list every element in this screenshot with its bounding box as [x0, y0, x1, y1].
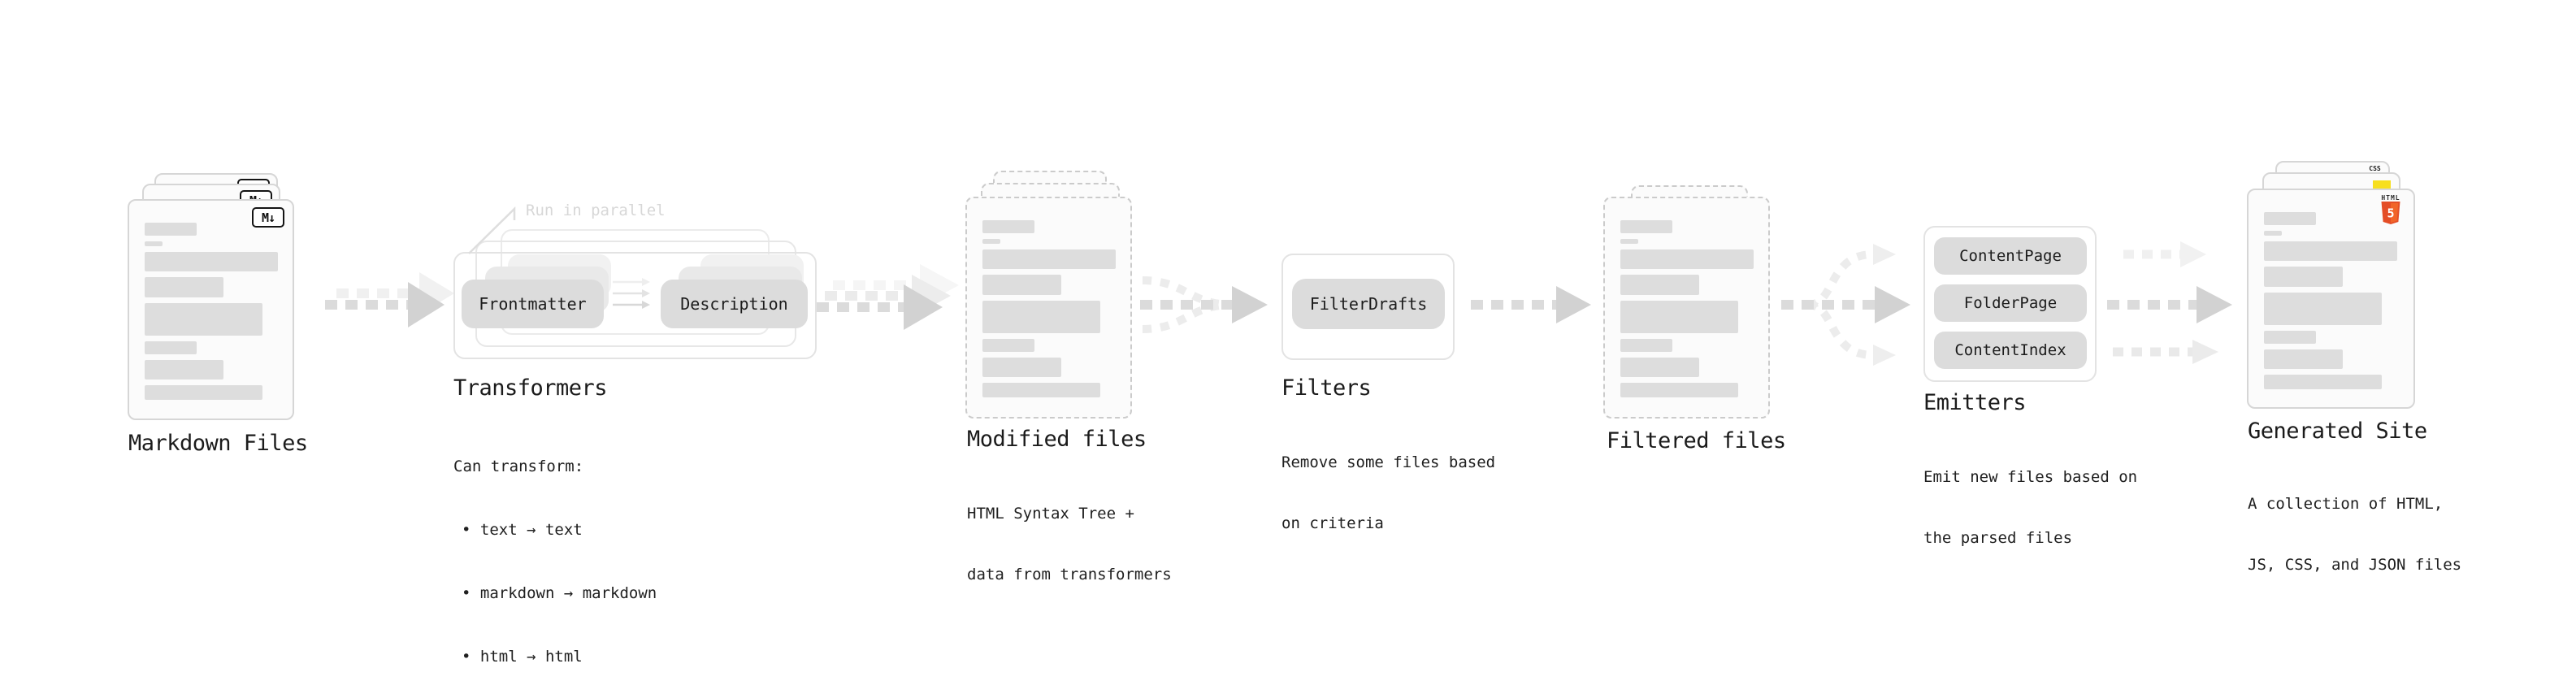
css-label: CSS [2369, 165, 2381, 172]
stage-label-filters: Filters [1281, 375, 1372, 401]
html5-icon: HTML 5 [2380, 194, 2401, 224]
document-placeholder-lines [2264, 212, 2397, 389]
svg-text:5: 5 [2387, 206, 2394, 221]
stage-label-markdown-files: Markdown Files [128, 431, 308, 456]
stage-label-emitters: Emitters [1923, 390, 2027, 415]
document-placeholder-lines [145, 223, 278, 400]
html5-shield: 5 [2381, 202, 2400, 224]
desc-line: on criteria [1281, 514, 1384, 532]
stage-desc-transformers: Can transform: • text → text • markdown … [453, 414, 657, 681]
desc-bullet: • text → text [462, 521, 583, 539]
document-placeholder-lines [982, 220, 1116, 397]
callout-line [468, 206, 516, 254]
filter-drafts-pill: FilterDrafts [1292, 279, 1445, 329]
arrow-frontmatter-to-description [613, 278, 650, 309]
document-placeholder-lines [1620, 220, 1754, 397]
html5-label: HTML [2381, 194, 2400, 202]
stage-label-generated-site: Generated Site [2248, 419, 2427, 444]
transformer-frontmatter-pill: Frontmatter [462, 280, 604, 328]
transformers-frame [453, 252, 817, 359]
stage-label-modified-files: Modified files [967, 427, 1147, 452]
markdown-file-card: M↓ [128, 199, 294, 420]
desc-bullet: • markdown → markdown [462, 584, 657, 602]
emitter-contentpage-pill: ContentPage [1934, 237, 2087, 275]
arrow-filtered-to-emitters [1781, 244, 1910, 366]
stage-desc-generated-site: A collection of HTML, JS, CSS, and JSON … [2248, 453, 2461, 616]
desc-line: the parsed files [1923, 529, 2073, 547]
stage-desc-emitters: Emit new files based on the parsed files [1923, 427, 2137, 589]
desc-line: Remove some files based [1281, 453, 1496, 471]
filtered-file-card [1603, 197, 1770, 419]
arrow-filters-to-filtered [1471, 286, 1591, 323]
filters-frame [1281, 254, 1455, 360]
desc-line: A collection of HTML, [2248, 495, 2444, 513]
emitter-contentindex-pill: ContentIndex [1934, 332, 2087, 369]
transformer-description-pill: Description [661, 280, 808, 328]
js-icon [2373, 180, 2391, 189]
modified-file-card [965, 197, 1132, 419]
markdown-icon: M↓ [252, 207, 284, 228]
arrow-transformers-to-modified [817, 264, 959, 330]
arrow-markdown-to-transformers [325, 272, 454, 327]
emitter-folderpage-pill: FolderPage [1934, 284, 2087, 322]
desc-line: data from transformers [967, 566, 1172, 583]
desc-line: JS, CSS, and JSON files [2248, 556, 2462, 574]
run-in-parallel-annotation: Run in parallel [526, 202, 666, 219]
desc-title: Can transform: [453, 458, 584, 475]
stage-label-transformers: Transformers [453, 375, 608, 401]
generated-card: HTML 5 [2247, 189, 2415, 409]
arrow-modified-to-filters [1140, 276, 1268, 333]
arrow-emitters-to-generated [2107, 241, 2232, 364]
stage-desc-filters: Remove some files based on criteria [1281, 412, 1495, 575]
emitters-frame [1923, 226, 2097, 382]
desc-line: HTML Syntax Tree + [967, 505, 1134, 523]
stage-desc-modified-files: HTML Syntax Tree + data from transformer… [967, 463, 1172, 626]
desc-bullet: • html → html [462, 648, 583, 666]
desc-line: Emit new files based on [1923, 468, 2138, 486]
stage-label-filtered-files: Filtered files [1607, 428, 1786, 453]
